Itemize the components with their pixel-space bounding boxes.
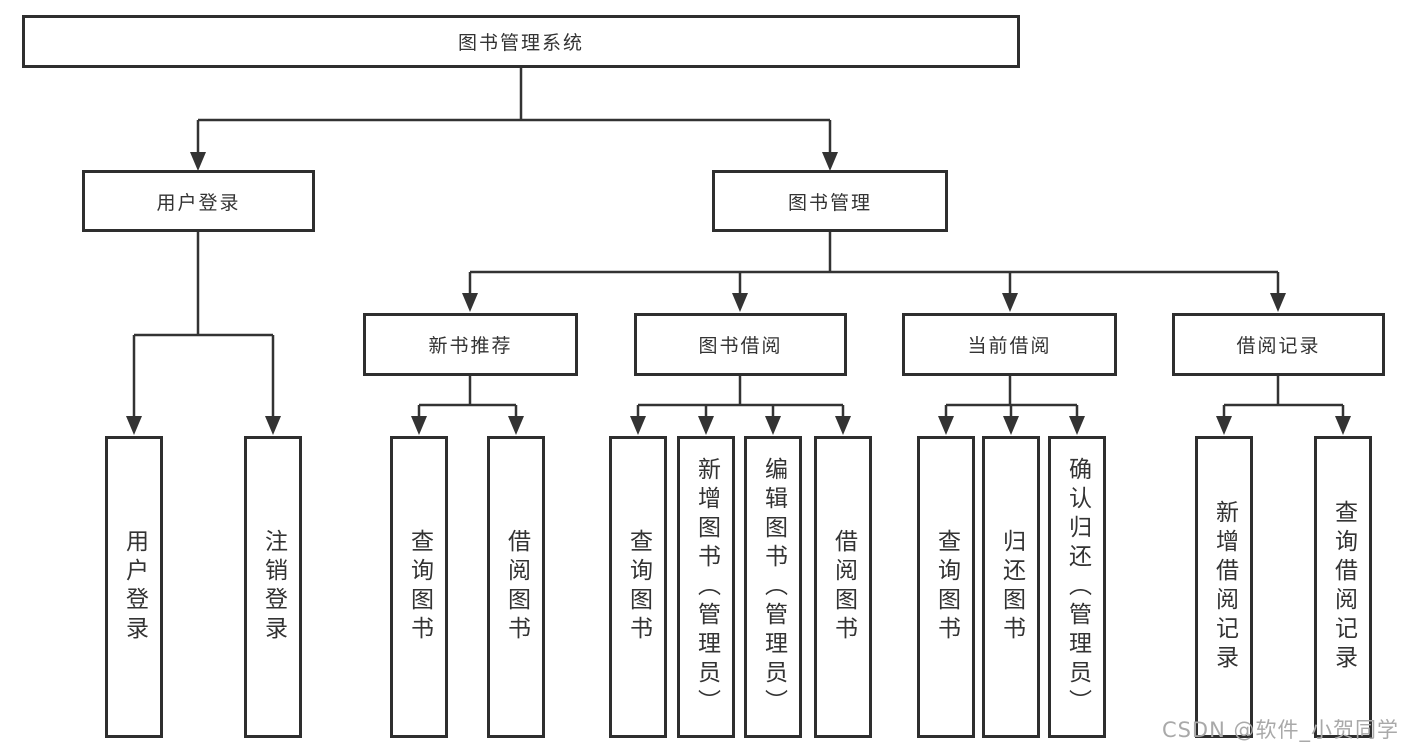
branch-current-borrow-arrowheads bbox=[938, 416, 1085, 435]
node-library-management-system: 图书管理系统 bbox=[22, 15, 1020, 68]
node-label: 当前借阅 bbox=[967, 335, 1052, 357]
branch-book-management bbox=[468, 232, 1280, 295]
leaf-label: 新增借阅记录 bbox=[1211, 500, 1238, 674]
branch-borrow-records-arrowheads bbox=[1216, 416, 1351, 435]
node-current-borrow: 当前借阅 bbox=[902, 313, 1117, 376]
csdn-watermark: CSDN @软件_小贺同学 bbox=[1161, 718, 1399, 742]
arrowhead bbox=[126, 416, 142, 435]
arrowhead bbox=[462, 293, 478, 312]
branch-book-management-arrowheads bbox=[462, 293, 1286, 312]
node-label: 用户登录 bbox=[156, 191, 241, 214]
leaf-label: 用户登录 bbox=[121, 529, 148, 645]
arrowhead bbox=[1216, 416, 1232, 435]
arrowhead bbox=[732, 293, 748, 312]
node-book-borrow: 图书借阅 bbox=[634, 313, 847, 376]
arrowhead bbox=[835, 416, 851, 435]
branch-book-borrow-arrowheads bbox=[630, 416, 851, 435]
leaf-label: 新增图书（管理员） bbox=[693, 456, 720, 718]
arrowhead bbox=[1069, 416, 1085, 435]
leaf-add-book-admin: 新增图书（管理员） bbox=[677, 436, 735, 738]
arrowhead bbox=[1003, 416, 1019, 435]
leaf-return-book: 归还图书 bbox=[982, 436, 1040, 738]
node-label: 图书管理系统 bbox=[457, 32, 584, 54]
arrowhead bbox=[765, 416, 781, 435]
branch-new-book-recommend bbox=[417, 376, 518, 418]
node-borrow-records: 借阅记录 bbox=[1172, 313, 1385, 376]
node-book-management: 图书管理 bbox=[712, 170, 948, 232]
leaf-add-borrow-record: 新增借阅记录 bbox=[1195, 436, 1253, 738]
arrowhead bbox=[1002, 293, 1018, 312]
arrowhead bbox=[698, 416, 714, 435]
arrowhead bbox=[190, 152, 206, 171]
branch-user-login bbox=[132, 232, 275, 418]
leaf-logout: 注销登录 bbox=[244, 436, 302, 738]
node-label: 新书推荐 bbox=[428, 335, 513, 357]
branch-user-login-arrowheads bbox=[126, 416, 281, 435]
leaf-label: 查询图书 bbox=[406, 529, 433, 645]
leaf-borrow-books-recommend: 借阅图书 bbox=[487, 436, 545, 738]
leaf-query-books-borrow: 查询图书 bbox=[609, 436, 667, 738]
leaf-label: 查询图书 bbox=[625, 529, 652, 645]
arrowhead bbox=[411, 416, 427, 435]
leaf-label: 查询借阅记录 bbox=[1330, 500, 1357, 674]
branch-root-arrowheads bbox=[190, 152, 838, 171]
arrowhead bbox=[938, 416, 954, 435]
leaf-label: 查询图书 bbox=[933, 529, 960, 645]
leaf-query-borrow-record: 查询借阅记录 bbox=[1314, 436, 1372, 738]
arrowhead bbox=[265, 416, 281, 435]
arrowhead bbox=[822, 152, 838, 171]
leaf-edit-book-admin: 编辑图书（管理员） bbox=[744, 436, 802, 738]
node-new-book-recommend: 新书推荐 bbox=[363, 313, 578, 376]
arrowhead bbox=[630, 416, 646, 435]
leaf-confirm-return-admin: 确认归还（管理员） bbox=[1048, 436, 1106, 738]
node-label: 借阅记录 bbox=[1236, 335, 1321, 357]
leaf-label: 编辑图书（管理员） bbox=[760, 456, 787, 718]
branch-current-borrow bbox=[944, 376, 1079, 418]
branch-new-book-recommend-arrowheads bbox=[411, 416, 524, 435]
leaf-label: 借阅图书 bbox=[503, 529, 530, 645]
node-user-login: 用户登录 bbox=[82, 170, 315, 232]
leaf-label: 注销登录 bbox=[260, 529, 287, 645]
branch-book-borrow bbox=[636, 376, 845, 418]
arrowhead bbox=[1270, 293, 1286, 312]
leaf-query-books-recommend: 查询图书 bbox=[390, 436, 448, 738]
branch-root bbox=[196, 68, 832, 154]
branch-borrow-records bbox=[1222, 376, 1345, 418]
arrowhead bbox=[508, 416, 524, 435]
leaf-label: 确认归还（管理员） bbox=[1064, 456, 1091, 718]
node-label: 图书管理 bbox=[787, 191, 872, 214]
leaf-user-login: 用户登录 bbox=[105, 436, 163, 738]
arrowhead bbox=[1335, 416, 1351, 435]
node-label: 图书借阅 bbox=[698, 335, 783, 357]
leaf-label: 归还图书 bbox=[998, 529, 1025, 645]
leaf-query-books-current: 查询图书 bbox=[917, 436, 975, 738]
leaf-borrow-books: 借阅图书 bbox=[814, 436, 872, 738]
leaf-label: 借阅图书 bbox=[830, 529, 857, 645]
